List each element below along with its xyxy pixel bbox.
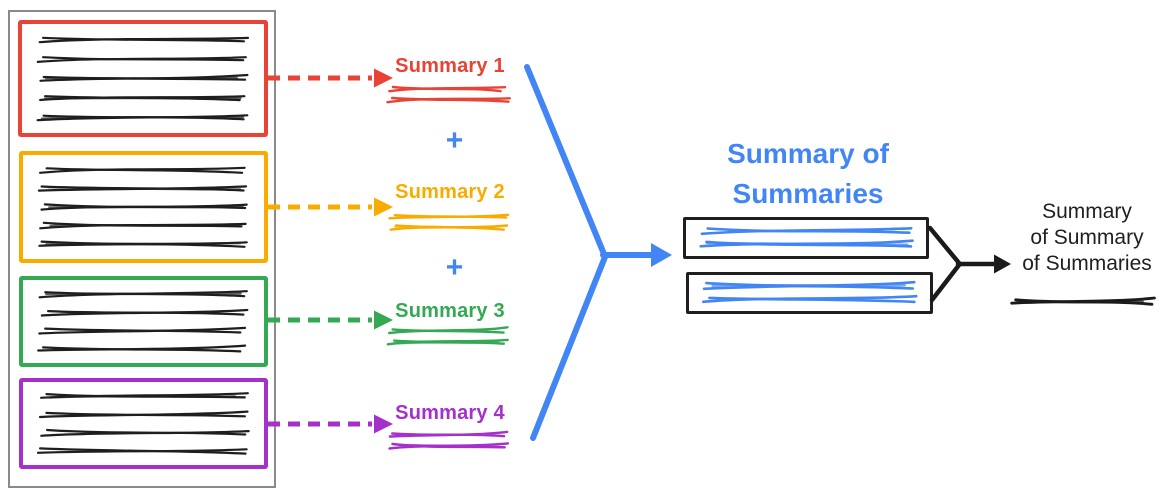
scribble-strokes	[386, 326, 509, 346]
scribble-strokes	[36, 392, 250, 455]
summary-4-label: Summary 4	[395, 402, 505, 424]
summary-3-scribble	[386, 325, 511, 348]
scribble-strokes	[386, 85, 511, 104]
chunk-3-text-scribble	[37, 285, 250, 358]
scribble-strokes	[1010, 296, 1156, 306]
scribble-strokes	[388, 213, 510, 231]
summary-of-summaries-box-1	[683, 217, 929, 259]
scribble-strokes	[388, 430, 510, 450]
merge-line-top	[524, 64, 607, 257]
document-chunk-4	[19, 378, 268, 469]
merge-line-bottom	[530, 254, 608, 441]
final-summary-label: Summary of Summary of Summaries	[1002, 199, 1170, 277]
plus-sign-1: +	[445, 124, 464, 157]
final-summary-scribble	[1010, 293, 1158, 310]
sos-box-1-scribble	[698, 224, 914, 251]
summary-4-scribble	[386, 429, 511, 452]
summary-2-label: Summary 2	[395, 181, 505, 203]
summary-of-summaries-title: Summary of Summaries	[680, 134, 936, 214]
scribble-strokes	[37, 290, 249, 353]
summary-2-scribble	[386, 211, 511, 233]
chunk-2-text-scribble	[37, 161, 250, 253]
chunk-4-text-scribble	[36, 387, 250, 460]
scribble-strokes	[701, 280, 918, 304]
scribble-strokes	[36, 36, 250, 122]
document-chunk-1	[18, 20, 268, 137]
final-summary-label-line1: Summary	[1042, 200, 1132, 223]
final-summary-label-line2: of Summary	[1030, 226, 1144, 249]
final-merge-line-bottom	[929, 262, 962, 303]
scribble-strokes	[699, 227, 914, 248]
sos-box-2-scribble	[701, 279, 918, 306]
merge-arrowhead	[651, 243, 672, 267]
document-chunk-2	[19, 151, 268, 263]
scribble-strokes	[37, 166, 248, 248]
summary-1-scribble	[386, 83, 511, 105]
final-summary-label-line3: of Summaries	[1022, 252, 1152, 275]
summary-1-label: Summary 1	[395, 55, 505, 77]
final-merge-line-top	[927, 225, 962, 266]
summary-of-summaries-title-line1: Summary of	[727, 138, 889, 169]
document-chunk-3	[19, 276, 268, 367]
plus-sign-2: +	[445, 251, 464, 284]
summary-3-label: Summary 3	[395, 300, 505, 322]
chunk-1-text-scribble	[36, 30, 250, 127]
summary-of-summaries-title-line2: Summaries	[732, 178, 884, 209]
summary-of-summaries-box-2	[686, 272, 933, 314]
